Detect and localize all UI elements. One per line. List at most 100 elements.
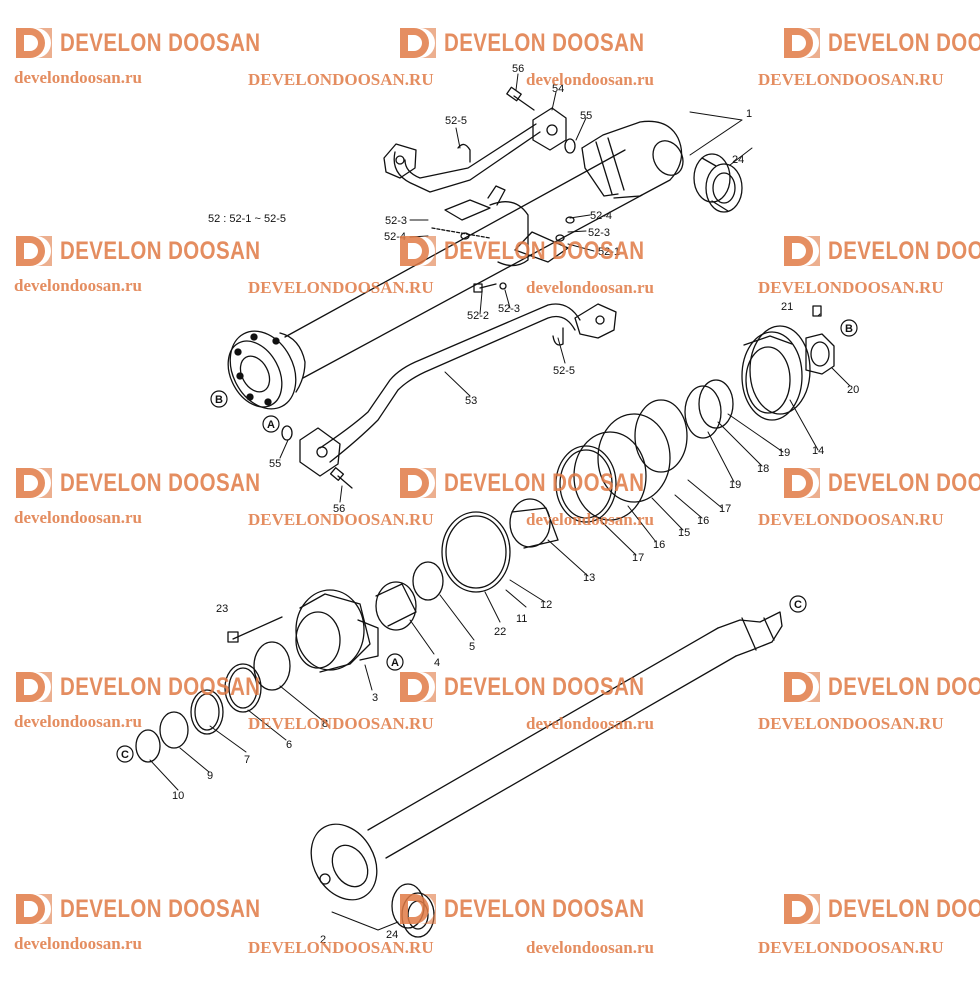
- watermark-url-block: DEVELONDOOSAN.RU: [758, 938, 944, 958]
- label-16-b: 16: [697, 515, 709, 527]
- watermark-block: DEVELON DOOSAN: [398, 466, 689, 500]
- pipe-54-drawing: [383, 86, 576, 193]
- label-19-a: 19: [729, 479, 741, 491]
- watermark-url-block: DEVELONDOOSAN.RU: [248, 510, 434, 530]
- label-52-2: 52-2: [467, 310, 489, 322]
- watermark-url: DEVELONDOOSAN.RU: [758, 278, 944, 297]
- watermark-brand: DEVELON DOOSAN: [60, 236, 261, 265]
- watermark-url: DEVELONDOOSAN.RU: [758, 510, 944, 529]
- piston-rod-drawing: [310, 611, 783, 901]
- watermark-url: develondoosan.ru: [14, 276, 142, 295]
- watermark-url: DEVELONDOOSAN.RU: [248, 510, 434, 529]
- watermark-url: develondoosan.ru: [526, 510, 654, 529]
- watermark-brand: DEVELON DOOSAN: [444, 894, 645, 923]
- label-52-1: 52-1: [598, 246, 620, 258]
- label-15: 15: [678, 527, 690, 539]
- bushing-24-top: [693, 153, 743, 213]
- watermark-url-block: DEVELONDOOSAN.RU: [758, 278, 944, 298]
- label-24-top: 24: [732, 154, 744, 166]
- label-6: 6: [286, 739, 292, 751]
- svg-text:C: C: [794, 599, 802, 611]
- watermark-block: DEVELON DOOSAN develondoosan.ru: [14, 466, 305, 528]
- watermark-brand: DEVELON DOOSAN: [444, 672, 645, 701]
- watermark-url-block: DEVELONDOOSAN.RU: [758, 714, 944, 734]
- watermark-brand: DEVELON DOOSAN: [60, 672, 261, 701]
- watermark-block: DEVELON DOOSAN: [782, 234, 980, 268]
- label-16-a: 16: [653, 539, 665, 551]
- develon-logo-icon: [16, 894, 52, 924]
- label-12: 12: [540, 599, 552, 611]
- label-55-b: 55: [269, 458, 281, 470]
- label-54: 54: [552, 83, 564, 95]
- label-14: 14: [812, 445, 824, 457]
- develon-logo-icon: [400, 28, 436, 58]
- develon-logo-icon: [400, 894, 436, 924]
- watermark-brand: DEVELON DOOSAN: [444, 468, 645, 497]
- watermark-block: DEVELON DOOSAN: [398, 670, 689, 704]
- watermark-brand: DEVELON DOOSAN: [828, 236, 980, 265]
- develon-logo-icon: [784, 672, 820, 702]
- label-52-3-b: 52-3: [588, 227, 610, 239]
- label-21: 21: [781, 301, 793, 313]
- reference-markers: A A B B C C: [116, 319, 858, 763]
- watermark-brand: DEVELON DOOSAN: [828, 468, 980, 497]
- watermark-url: DEVELONDOOSAN.RU: [248, 714, 434, 733]
- watermark-brand: DEVELON DOOSAN: [828, 672, 980, 701]
- watermark-block: DEVELON DOOSAN: [782, 466, 980, 500]
- watermark-url: DEVELONDOOSAN.RU: [248, 938, 434, 957]
- watermark-url: DEVELONDOOSAN.RU: [758, 714, 944, 733]
- develon-logo-icon: [784, 236, 820, 266]
- label-55-a: 55: [580, 110, 592, 122]
- label-13: 13: [583, 572, 595, 584]
- watermark-url-block: DEVELONDOOSAN.RU: [758, 70, 944, 90]
- develon-logo-icon: [784, 468, 820, 498]
- develon-logo-icon: [400, 672, 436, 702]
- label-5: 5: [469, 641, 475, 653]
- svg-text:A: A: [267, 419, 275, 431]
- clamp-bracket-drawing: [431, 185, 575, 293]
- kit-note: 52 : 52-1 ~ 52-5: [208, 213, 286, 225]
- watermark-url: develondoosan.ru: [526, 278, 654, 297]
- svg-text:B: B: [215, 394, 223, 406]
- label-18: 18: [757, 463, 769, 475]
- label-2: 2: [320, 934, 326, 946]
- ref-B-left: B: [210, 390, 228, 408]
- watermark-url-block: DEVELONDOOSAN.RU: [248, 714, 434, 734]
- develon-logo-icon: [400, 236, 436, 266]
- watermark-url-block: DEVELONDOOSAN.RU: [758, 510, 944, 530]
- watermark-block: DEVELON DOOSAN: [398, 892, 689, 926]
- watermark-url-block: DEVELONDOOSAN.RU: [248, 70, 434, 90]
- ref-A-lower: A: [386, 653, 404, 671]
- label-24-bottom: 24: [386, 929, 398, 941]
- watermark-block: DEVELON DOOSAN: [398, 234, 689, 268]
- watermark-url: develondoosan.ru: [526, 714, 654, 733]
- label-7: 7: [244, 754, 250, 766]
- develon-logo-icon: [784, 894, 820, 924]
- watermark-url-block: develondoosan.ru: [526, 938, 654, 958]
- watermark-url: DEVELONDOOSAN.RU: [248, 70, 434, 89]
- watermark-brand: DEVELON DOOSAN: [60, 468, 261, 497]
- watermark-brand: DEVELON DOOSAN: [60, 894, 261, 923]
- watermark-url-block: DEVELONDOOSAN.RU: [248, 938, 434, 958]
- develon-logo-icon: [16, 468, 52, 498]
- watermark-block: DEVELON DOOSAN develondoosan.ru: [14, 670, 305, 732]
- develon-logo-icon: [784, 28, 820, 58]
- pipe-53-drawing: [281, 303, 617, 489]
- watermark-url-block: develondoosan.ru: [526, 714, 654, 734]
- svg-text:A: A: [391, 657, 399, 669]
- develon-logo-icon: [16, 672, 52, 702]
- svg-text:B: B: [845, 323, 853, 335]
- ref-C-seal: C: [116, 745, 134, 763]
- develon-logo-icon: [400, 468, 436, 498]
- watermark-brand: DEVELON DOOSAN: [60, 28, 261, 57]
- watermark-url: develondoosan.ru: [14, 508, 142, 527]
- seal-kit-drawing: [135, 305, 835, 763]
- watermark-url: develondoosan.ru: [526, 938, 654, 957]
- label-9: 9: [207, 770, 213, 782]
- watermark-url: develondoosan.ru: [14, 712, 142, 731]
- label-20: 20: [847, 384, 859, 396]
- ref-B-right: B: [840, 319, 858, 337]
- ref-C-rod: C: [789, 595, 807, 613]
